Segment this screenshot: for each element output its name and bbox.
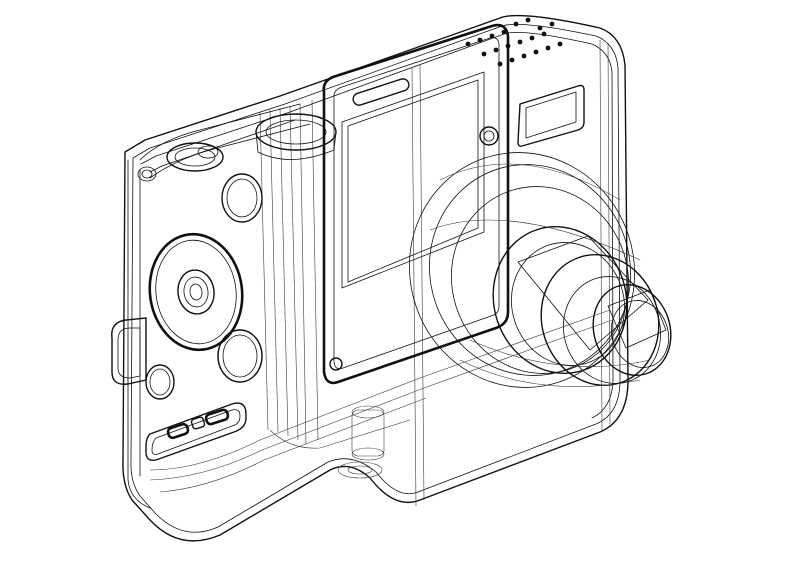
- display-button[interactable]: [145, 364, 175, 400]
- lens-barrel: [409, 152, 672, 388]
- play-button[interactable]: [217, 329, 263, 383]
- wrist-strap-lug: [111, 317, 147, 385]
- camera-body: [122, 14, 629, 542]
- tripod-socket: [337, 461, 383, 479]
- four-way-control-pad[interactable]: [142, 228, 249, 356]
- shutter-button[interactable]: [166, 142, 224, 172]
- top-plate: [137, 103, 337, 223]
- speaker-grille: [465, 17, 563, 67]
- rear-lcd-screen: [322, 23, 510, 385]
- ok-button[interactable]: [175, 268, 217, 317]
- viewfinder-window: [351, 405, 385, 461]
- mode-slider-switch[interactable]: [145, 402, 247, 462]
- flash-window: [517, 84, 585, 147]
- menu-button[interactable]: [221, 173, 263, 223]
